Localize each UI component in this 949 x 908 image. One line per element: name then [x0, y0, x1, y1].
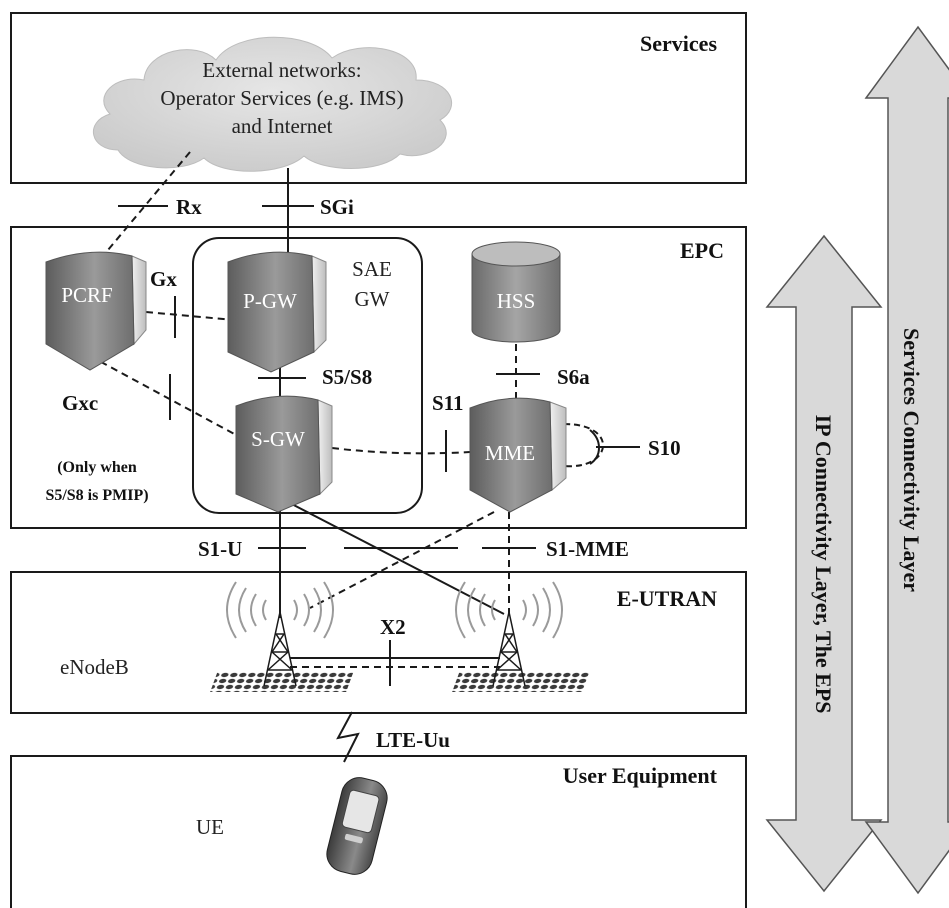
cloud-text-line1: External networks: [202, 58, 361, 82]
s10-tick-arc [589, 429, 600, 465]
rx-link [107, 151, 191, 251]
gxc-label: Gxc [62, 391, 98, 415]
services-connectivity-label: Services Connectivity Layer [899, 328, 924, 592]
s1mme-label: S1-MME [546, 537, 629, 561]
epc-layer-label: EPC [680, 238, 724, 263]
enodeb-left [210, 581, 354, 692]
sgi-label: SGi [320, 195, 354, 219]
pgw-label: P-GW [243, 289, 297, 313]
gxc-note-line1: (Only when [57, 459, 137, 476]
ip-connectivity-label: IP Connectivity Layer, The EPS [811, 415, 836, 714]
enodeb-label: eNodeB [60, 655, 129, 679]
s11-label: S11 [432, 391, 464, 415]
epc-layer-box [10, 226, 747, 529]
lteuu-label: LTE-Uu [376, 728, 450, 752]
pgw-node: P-GW [227, 251, 327, 373]
cloud-text-line3: and Internet [232, 114, 333, 138]
pcrf-node: PCRF [45, 251, 147, 371]
hss-label: HSS [497, 289, 536, 313]
s1u-link-sgw-right-enb [283, 499, 505, 615]
enodeb-right [452, 581, 590, 692]
enodeb-right-coverage [452, 672, 590, 692]
enodeb-left-radio-waves-icon [226, 581, 334, 639]
external-networks-cloud: External networks: Operator Services (e.… [93, 36, 452, 172]
ip-connectivity-arrow: IP Connectivity Layer, The EPS [765, 234, 883, 893]
eutran-layer-box [10, 571, 747, 714]
gxc-link [89, 355, 239, 437]
s10-loop [563, 423, 604, 468]
sgw-node: S-GW [235, 395, 333, 513]
sgw-label: S-GW [251, 427, 305, 451]
ue-layer-label: User Equipment [563, 763, 718, 788]
s11-link [331, 447, 471, 455]
services-connectivity-arrow: Services Connectivity Layer [864, 25, 949, 895]
ue-phone-icon [326, 777, 388, 875]
enodeb-right-radio-waves-icon [455, 581, 563, 639]
services-layer-label: Services [640, 31, 717, 56]
lteuu-lightning [336, 711, 360, 763]
gx-label: Gx [150, 267, 177, 291]
hss-database: HSS [471, 241, 561, 343]
x2-label: X2 [380, 615, 406, 639]
eutran-layer-label: E-UTRAN [617, 586, 717, 611]
s6a-label: S6a [557, 365, 590, 389]
rx-label: Rx [176, 195, 202, 219]
pcrf-label: PCRF [61, 283, 112, 307]
s10-label: S10 [648, 436, 681, 460]
enodeb-left-coverage [210, 672, 354, 692]
cloud-text-line2: Operator Services (e.g. IMS) [160, 86, 403, 110]
s1u-label: S1-U [198, 537, 242, 561]
sae-gw-label-line2: GW [355, 287, 390, 311]
services-layer-box [10, 12, 747, 184]
mme-label: MME [485, 441, 535, 465]
sae-gw-label-line1: SAE [352, 257, 392, 281]
gx-link [145, 311, 235, 321]
s5s8-label: S5/S8 [322, 365, 372, 389]
gxc-note-line2: S5/S8 is PMIP) [45, 487, 148, 504]
ue-label: UE [196, 815, 224, 839]
mme-node: MME [469, 397, 567, 513]
ue-layer-box [10, 755, 747, 908]
s1mme-link-left-enb [309, 511, 495, 609]
